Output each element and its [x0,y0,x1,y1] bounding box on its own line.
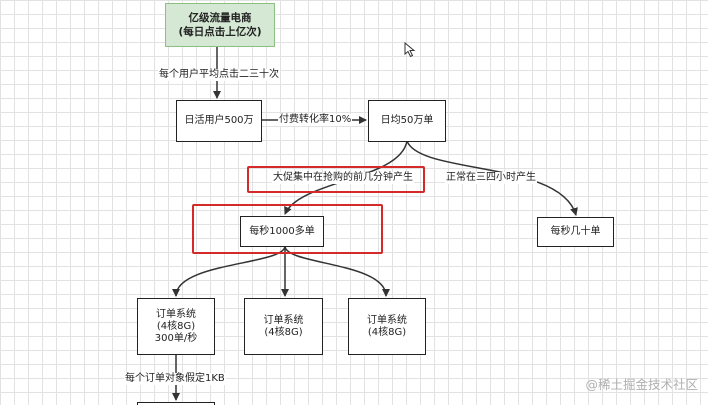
node-subtitle: (每日点击上亿次) [178,26,262,38]
node-label: 日活用户500万 [184,115,254,126]
node-partial-bottom[interactable] [137,402,215,405]
edge-peak-to-system-1 [172,245,286,297]
node-order-system-2[interactable]: 订单系统 (4核8G) [244,298,323,355]
node-label: 每秒几十单 [550,226,601,237]
watermark: @稀土掘金技术社区 [585,377,698,392]
node-spec: (4核8G) [156,320,196,332]
node-throughput: 300单/秒 [154,332,198,344]
node-normal-order-rate[interactable]: 每秒几十单 [537,217,614,247]
edge-label-avg-clicks: 每个用户平均点击二三十次 [158,69,280,81]
node-title: 订单系统 [156,308,196,320]
node-order-system-3[interactable]: 订单系统 (4核8G) [348,298,426,355]
mouse-cursor-icon [404,42,416,58]
node-ecommerce-traffic[interactable]: 亿级流量电商 (每日点击上亿次) [165,3,275,47]
node-label: 每秒1000多单 [249,225,315,237]
node-order-system-1[interactable]: 订单系统 (4核8G) 300单/秒 [137,298,215,355]
highlight-peak-box [192,204,383,254]
node-title: 亿级流量电商 [188,12,252,24]
edge-label-order-size: 每个订单对象假定1KB [124,373,226,385]
node-spec: (4核8G) [367,326,407,338]
edge-label-normal: 正常在三四小时产生 [445,172,537,184]
node-title: 订单系统 [263,314,304,326]
edge-label-promo: 大促集中在抢购的前几分钟产生 [272,172,414,184]
edge-daily-orders-to-normal [406,140,578,216]
node-title: 订单系统 [367,314,407,326]
edge-label-conversion: 付费转化率10% [278,114,353,126]
node-spec: (4核8G) [264,326,303,338]
node-peak-order-rate[interactable]: 每秒1000多单 [240,216,324,247]
node-daily-active-users[interactable]: 日活用户500万 [176,100,262,142]
node-label: 日均50万单 [380,115,434,126]
highlight-promo-box [247,166,425,193]
edge-peak-to-system-3 [284,245,390,297]
node-daily-orders[interactable]: 日均50万单 [368,100,446,142]
